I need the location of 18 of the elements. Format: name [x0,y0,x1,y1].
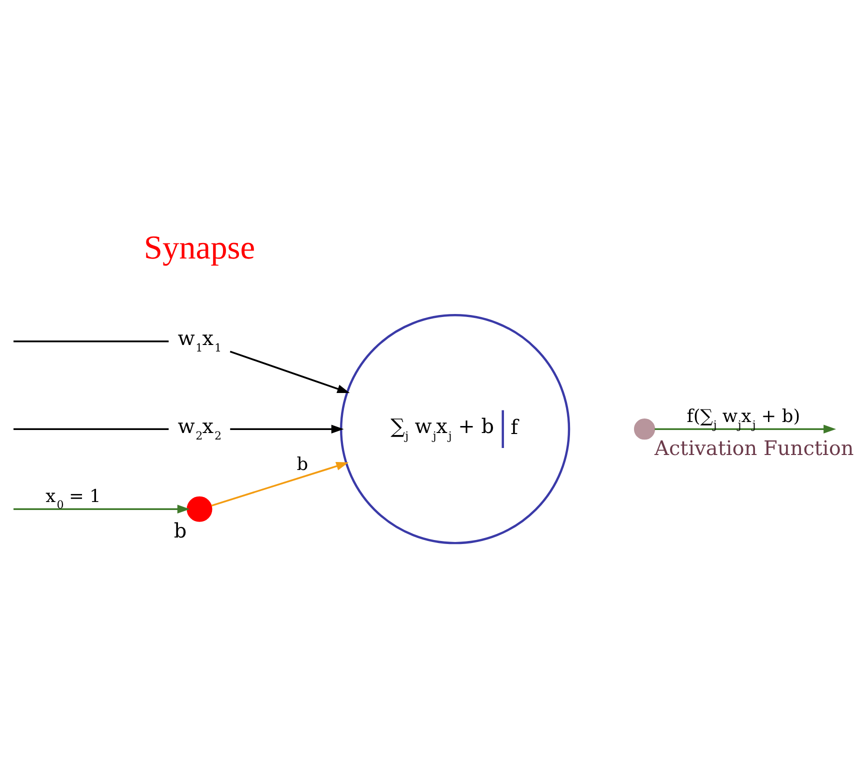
node-label: Activation Function [654,436,854,460]
edge-label: f(∑$_{j}$ w$_{j}$x$_{j}$ + b) [686,407,800,432]
arrow [230,350,350,394]
node-circle: ∑$_{j}$ w$_{j}$x$_{j}$ + b f [340,314,570,544]
arrow [14,504,190,514]
connector [14,428,169,430]
arrow [211,462,349,507]
arrow [230,424,344,434]
connector [14,340,169,342]
node-text: w$_{1}$x$_{1}$ [178,326,222,355]
arrow [654,424,836,434]
node-circle [634,418,656,440]
label: Synapse [144,230,256,267]
node-label: b [174,518,187,542]
node-text: w$_{2}$x$_{2}$ [178,414,222,442]
edge-label: b [296,455,308,475]
node-circle [186,496,212,522]
edge-label: x$_{0}$ = 1 [46,487,101,512]
